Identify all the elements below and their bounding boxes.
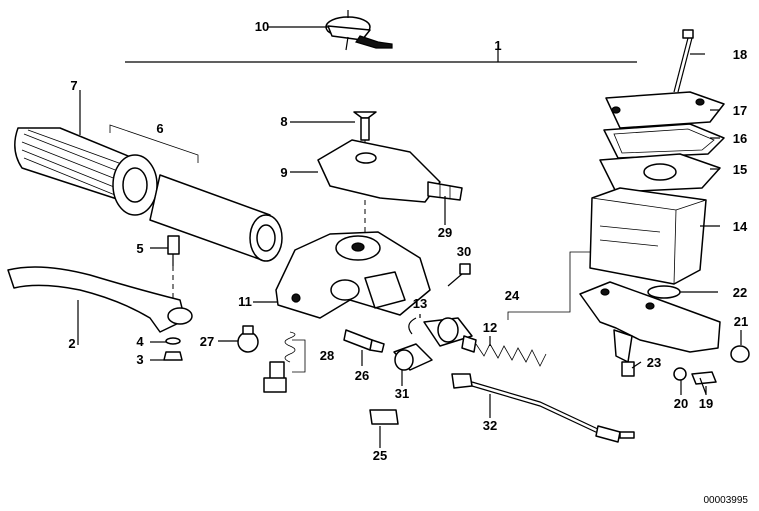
callout-21: 21 (734, 314, 748, 329)
assembly-bracket-1 (125, 45, 637, 63)
callout-17: 17 (733, 103, 747, 118)
callout-27: 27 (200, 334, 214, 349)
part-28-adjusting-screw-set (263, 331, 306, 393)
part-4-washer (165, 337, 181, 345)
callout-28: 28 (320, 348, 334, 363)
part-29-rubber-boot (427, 181, 463, 201)
part-26-brake-light-switch (343, 329, 385, 353)
callout-24: 24 (505, 288, 520, 303)
callout-9: 9 (280, 165, 287, 180)
callout-31: 31 (395, 386, 409, 401)
callout-2: 2 (68, 336, 75, 351)
callout-8: 8 (280, 114, 287, 129)
part-11-handlebar-fitting (275, 231, 431, 319)
part-3-nut (163, 351, 183, 361)
callout-11: 11 (238, 294, 252, 309)
part-14-brake-fluid-reservoir (589, 187, 707, 285)
callout-1: 1 (494, 38, 501, 53)
part-23-hex-screw-small (621, 361, 635, 377)
callout-19: 19 (699, 396, 713, 411)
master-cylinder-body (579, 281, 721, 363)
callout-16: 16 (733, 131, 747, 146)
part-32-throttle-cable (451, 373, 635, 443)
callout-7: 7 (70, 78, 77, 93)
part-12-compression-spring (461, 335, 547, 367)
part-27-knurled-nut (237, 325, 259, 353)
callout-25: 25 (373, 448, 387, 463)
callout-4: 4 (136, 334, 144, 349)
callout-5: 5 (136, 241, 143, 256)
part-22-clamp (647, 285, 681, 299)
part-20-spring-washer (673, 367, 687, 381)
callout-30: 30 (457, 244, 471, 259)
part-9-cover (317, 139, 441, 240)
callout-32: 32 (483, 418, 497, 433)
part-16-diaphragm-seal (603, 123, 725, 159)
part-31-adjusting-sleeve (393, 343, 433, 371)
part-5-pin (167, 235, 180, 300)
part-10-cable-switch (325, 10, 393, 51)
part-13-circlip (408, 317, 417, 335)
part-25-cable-connector-tab (369, 409, 399, 425)
callout-13: 13 (413, 296, 427, 311)
part-7-handlebar-grip (14, 127, 158, 216)
callout-6: 6 (156, 121, 163, 136)
callout-labels: 1 2 3 4 5 6 7 8 9 10 11 12 13 14 15 16 1… (68, 19, 748, 463)
leader-lines (77, 26, 720, 448)
callout-20: 20 (674, 396, 688, 411)
callout-12: 12 (483, 320, 497, 335)
part-18-fillister-head-screw (673, 29, 694, 93)
part-6-throttle-sleeve (109, 124, 283, 262)
callout-29: 29 (438, 225, 452, 240)
diagram-reference-number: 00003995 (704, 495, 749, 506)
callout-3: 3 (136, 352, 143, 367)
callout-18: 18 (733, 47, 747, 62)
part-30-screw (447, 263, 471, 287)
part-2-control-lever (7, 266, 193, 333)
part-19-hex-screw (691, 371, 717, 395)
callout-23: 23 (647, 355, 661, 370)
callout-14: 14 (733, 219, 748, 234)
part-21-bleeder-cap (730, 330, 750, 363)
part-15-reservoir-diaphragm (599, 153, 721, 193)
callout-10: 10 (255, 19, 269, 34)
callout-22: 22 (733, 285, 747, 300)
callout-26: 26 (355, 368, 369, 383)
part-17-reservoir-cap (605, 91, 725, 129)
callout-15: 15 (733, 162, 747, 177)
